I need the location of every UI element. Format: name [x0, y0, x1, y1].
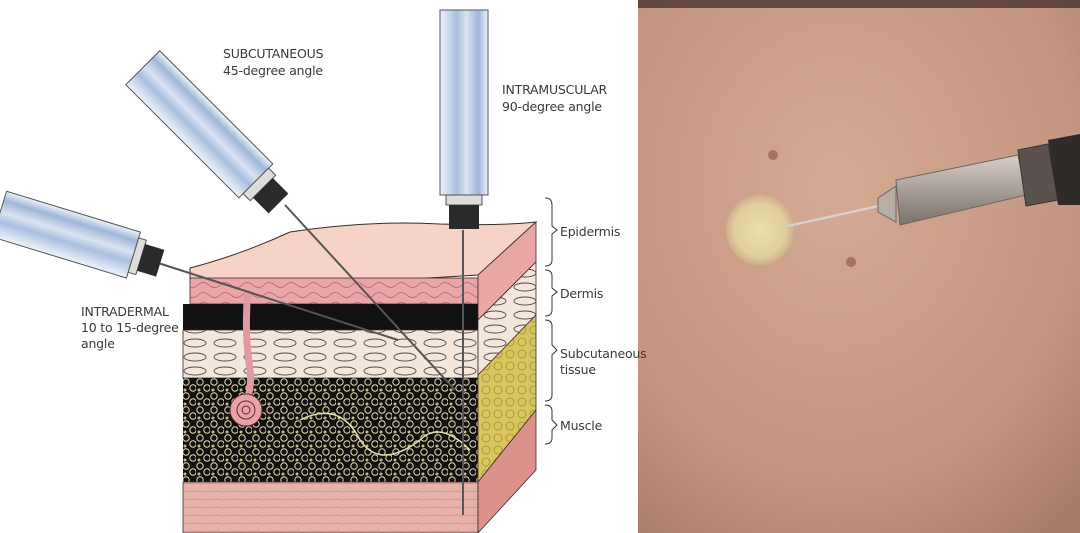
intradermal-angle-line1: 10 to 15-degree [81, 320, 179, 335]
sweat-gland [230, 394, 262, 426]
mole [768, 150, 778, 160]
injection-angles-diagram [0, 0, 640, 533]
intradermal-angle-line2: angle [81, 336, 115, 351]
intradermal-injection-photo [638, 0, 1080, 533]
skin-surface-photo [638, 0, 1080, 533]
intramuscular-title: INTRAMUSCULAR [502, 82, 607, 97]
intramuscular-syringe [440, 10, 488, 229]
label-muscle: Muscle [560, 418, 602, 433]
label-subcutaneous: Subcutaneous [560, 346, 646, 361]
label-epidermis: Epidermis [560, 224, 620, 239]
tissue-block-side [478, 222, 536, 533]
intramuscular-angle: 90-degree angle [502, 99, 602, 114]
label-dermis: Dermis [560, 286, 603, 301]
subcutaneous-layer [183, 378, 478, 484]
subcutaneous-title: SUBCUTANEOUS [223, 46, 323, 61]
muscle-layer [183, 482, 478, 533]
intradermal-title: INTRADERMAL [81, 304, 169, 319]
intradermal-syringe [0, 191, 167, 286]
subcutaneous-angle: 45-degree angle [223, 63, 323, 78]
layer-brackets [545, 198, 557, 444]
skin-wheal [726, 195, 794, 265]
label-tissue: tissue [560, 362, 596, 377]
epidermis-layer [190, 278, 478, 304]
